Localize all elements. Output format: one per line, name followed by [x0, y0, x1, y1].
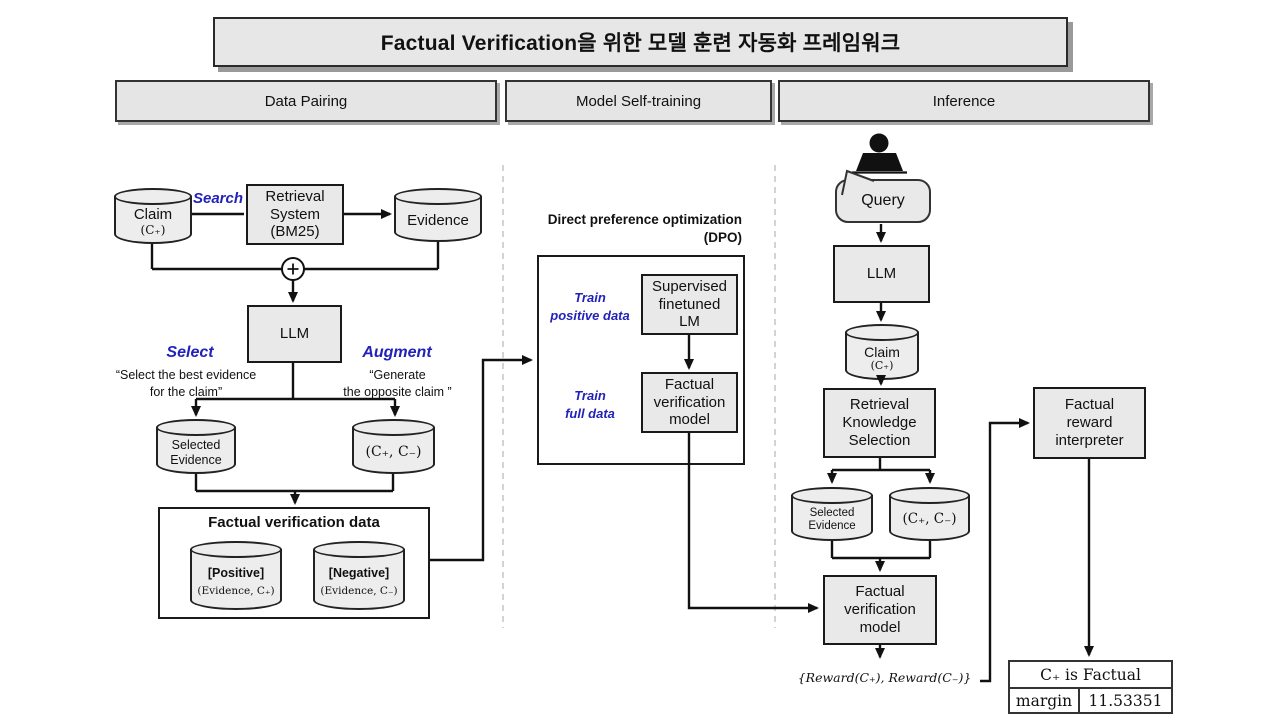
inference-llm-box: LLM: [833, 245, 930, 303]
cylinder-top: [313, 541, 405, 558]
evidence-cylinder-label: Evidence: [407, 212, 469, 230]
result-table: C₊ is Factual margin 11.53351: [1008, 660, 1173, 714]
claim-cylinder-title: Claim: [133, 206, 173, 224]
cylinder-top: [156, 419, 236, 436]
negative-data-sub: (Evidence, C₋): [320, 584, 398, 597]
result-table-row: margin 11.53351: [1010, 689, 1171, 712]
inference-factual-verification-model-box: Factual verification model: [823, 575, 937, 645]
result-table-row-label: margin: [1010, 689, 1080, 712]
positive-data-title: [Positive]: [207, 566, 265, 581]
section-header-data-pairing: Data Pairing: [115, 80, 497, 122]
cylinder-top: [394, 188, 482, 205]
selected-evidence-cylinder: Selected Evidence: [156, 419, 236, 474]
supervised-finetuned-lm-box: Supervised finetuned LM: [641, 274, 738, 335]
inference-selected-evidence-label: Selected Evidence: [808, 506, 856, 532]
augment-quote: “Generate the opposite claim ”: [343, 368, 452, 399]
cylinder-shape: [352, 427, 435, 474]
negative-data-cylinder: [Negative] (Evidence, C₋): [313, 541, 405, 610]
combine-plus-icon: [281, 257, 305, 281]
section-header-inference: Inference: [778, 80, 1150, 122]
cylinder-top: [845, 324, 919, 341]
search-label: Search: [192, 190, 244, 207]
section-header-data-pairing-label: Data Pairing: [264, 92, 348, 110]
claim-cylinder: Claim (C₊): [114, 188, 192, 244]
inference-claim-pair-label: (C₊, C₋): [902, 511, 957, 528]
inference-claim-title: Claim: [864, 343, 900, 360]
query-bubble: Query: [835, 179, 931, 223]
dpo-factual-verification-model-box: Factual verification model: [641, 372, 738, 433]
positive-data-cylinder: [Positive] (Evidence, C₊): [190, 541, 282, 610]
diagram-title-box: Factual Verification을 위한 모델 훈련 자동화 프레임워크: [213, 17, 1068, 67]
retrieval-system-box: Retrieval System (BM25): [246, 184, 344, 245]
claim-pair-cylinder: (C₊, C₋): [352, 419, 435, 474]
factual-reward-interpreter-box: Factual reward interpreter: [1033, 387, 1146, 459]
train-positive-label: Train positive data: [550, 290, 630, 324]
select-quote: “Select the best evidence for the claim”: [115, 368, 257, 399]
reward-output-text: {Reward(C₊), Reward(C₋)}: [797, 670, 972, 685]
cylinder-shape: [313, 549, 405, 610]
diagram-title: Factual Verification을 위한 모델 훈련 자동화 프레임워크: [380, 32, 901, 55]
cylinder-shape: [190, 549, 282, 610]
retrieval-knowledge-selection-box: Retrieval Knowledge Selection: [823, 388, 936, 458]
negative-data-title: [Negative]: [328, 566, 390, 581]
evidence-cylinder: Evidence: [394, 188, 482, 242]
section-header-inference-label: Inference: [932, 92, 996, 110]
result-table-row-value: 11.53351: [1088, 691, 1163, 710]
cylinder-top: [889, 487, 970, 504]
cylinder-top: [190, 541, 282, 558]
selected-evidence-cylinder-label: Selected Evidence: [170, 438, 222, 467]
factual-verification-data-title: Factual verification data: [208, 514, 380, 531]
section-header-model-self-training-label: Model Self-training: [575, 92, 702, 110]
user-person-icon: [852, 133, 907, 174]
llm-box: LLM: [247, 305, 342, 363]
dpo-title: Direct preference optimization (DPO): [547, 212, 742, 246]
section-header-model-self-training: Model Self-training: [505, 80, 772, 122]
inference-claim-pair-cylinder: (C₊, C₋): [889, 487, 970, 541]
positive-data-sub: (Evidence, C₊): [197, 584, 275, 597]
cylinder-top: [114, 188, 192, 205]
augment-label: Augment: [362, 344, 432, 361]
result-table-header: C₊ is Factual: [1010, 662, 1171, 689]
inference-selected-evidence-cylinder: Selected Evidence: [791, 487, 873, 541]
claim-pair-cylinder-label: (C₊, C₋): [365, 444, 422, 461]
inference-claim-sub: (C₊): [870, 358, 894, 372]
claim-cylinder-sub: (C₊): [140, 222, 166, 237]
inference-claim-cylinder: Claim (C₊): [845, 324, 919, 380]
select-label: Select: [166, 344, 214, 361]
train-full-label: Train full data: [565, 388, 615, 422]
